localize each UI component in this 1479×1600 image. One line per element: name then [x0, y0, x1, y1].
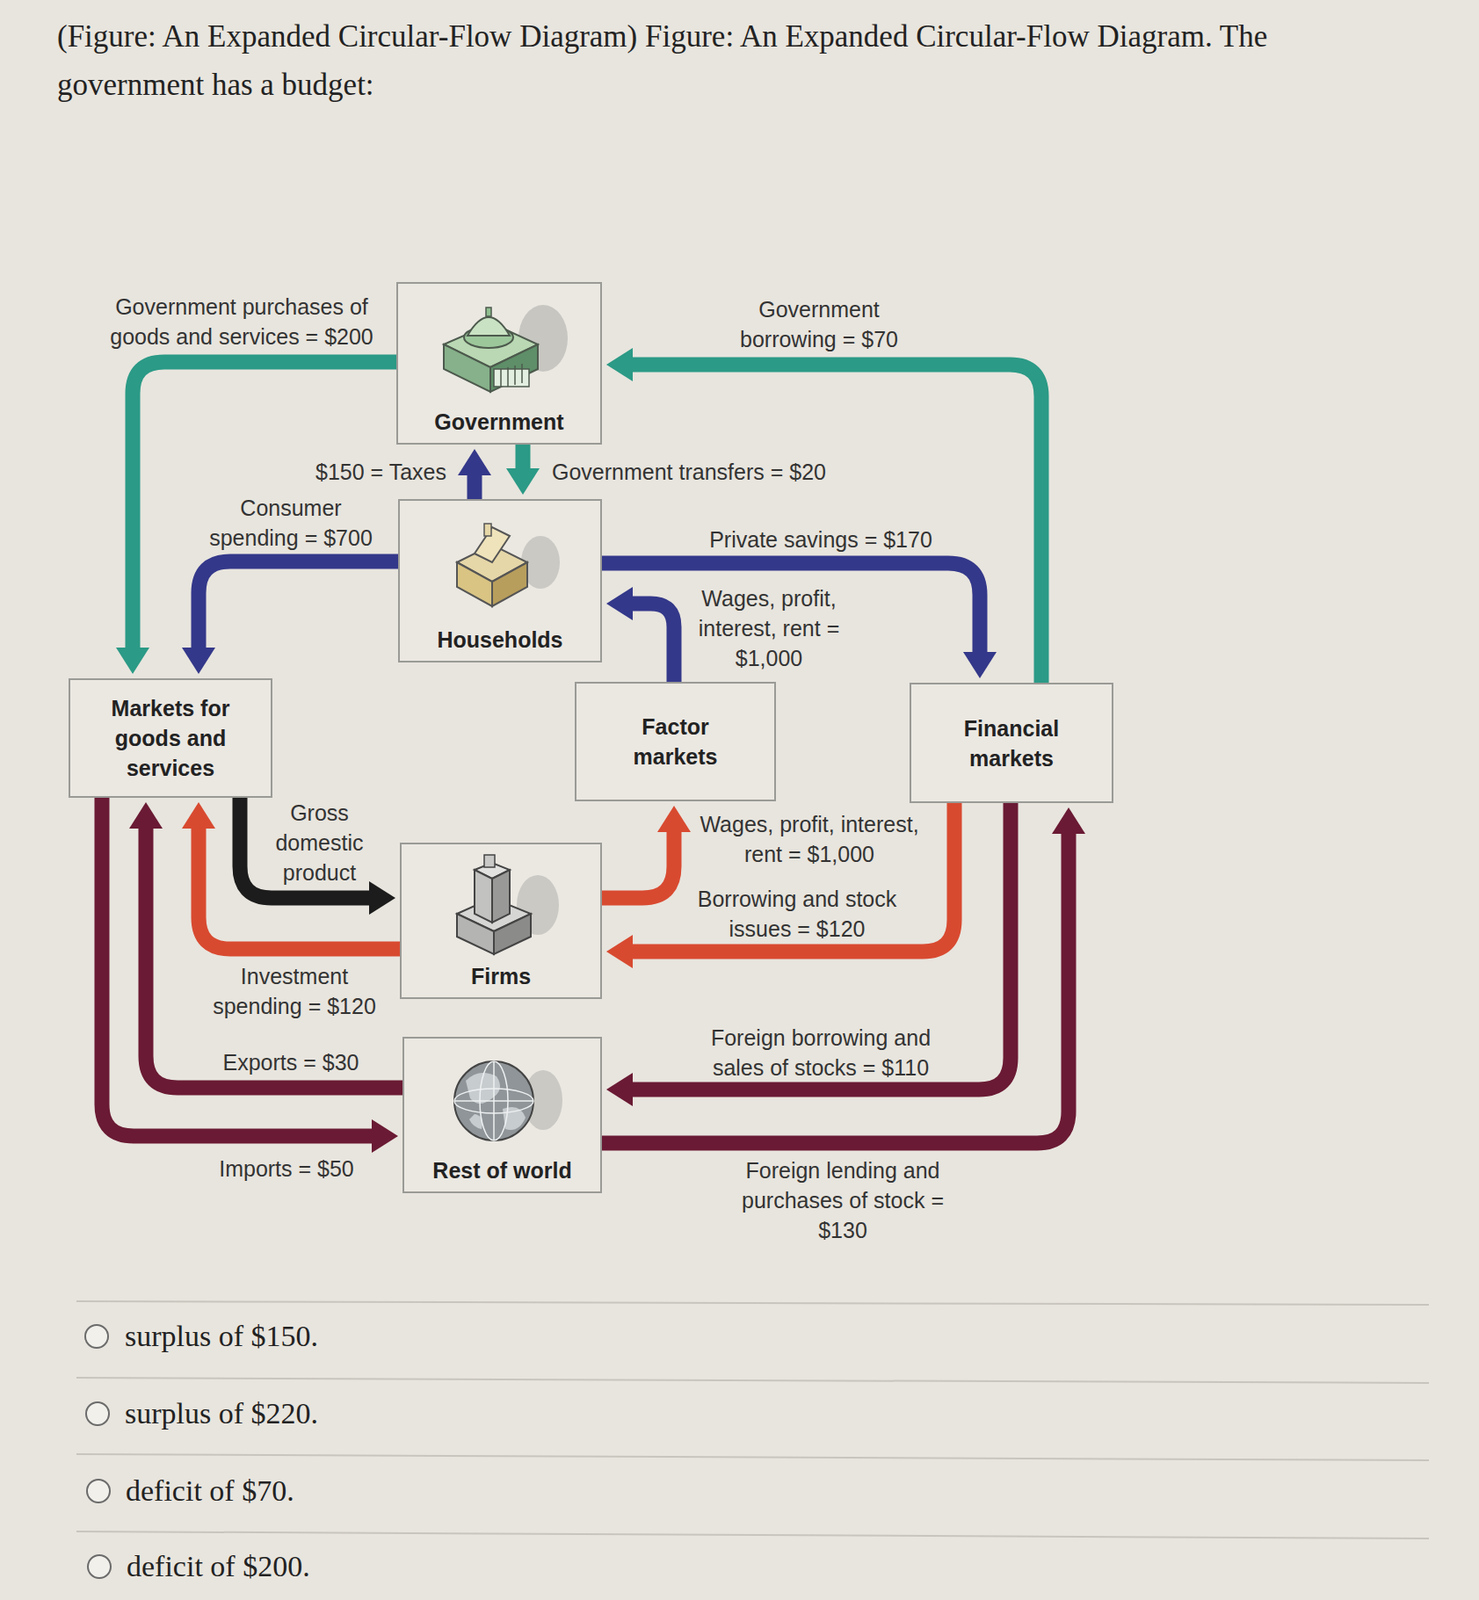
flow-label: Exports = $30 [203, 1047, 379, 1078]
flow-arrow [601, 807, 1086, 1144]
flow-label: Gross domestic product [268, 797, 370, 888]
government-box: Government [396, 282, 602, 445]
flow-arrow [606, 803, 1011, 1107]
house-icon [456, 523, 560, 607]
flow-arrow [457, 449, 492, 500]
rest-of-world-box: Rest of world [402, 1036, 602, 1194]
flow-arrow [606, 803, 955, 969]
answer-option: deficit of $70. [125, 1473, 295, 1509]
flow-label: Foreign borrowing and sales of stocks = … [702, 1022, 940, 1083]
question-text: (Figure: An Expanded Circular-Flow Diagr… [57, 12, 1376, 109]
flow-label: Private savings = $170 [688, 524, 953, 555]
flow-label: Imports = $50 [198, 1153, 375, 1184]
arrow-head [371, 1119, 399, 1153]
arrow-head [1051, 807, 1086, 834]
arrow-head [457, 449, 492, 476]
firms-box: Firms [399, 842, 602, 1000]
answer-option: deficit of $200. [126, 1549, 311, 1585]
arrow-head [129, 802, 163, 829]
arrow-head [657, 805, 691, 833]
separator [76, 1531, 1429, 1539]
flow-band [627, 803, 955, 952]
flow-arrow [239, 797, 396, 915]
flow-label: Investment spending = $120 [206, 961, 383, 1022]
arrow-head [606, 935, 633, 969]
node-label: Firms [471, 961, 531, 992]
node-label: Factor markets [618, 711, 733, 772]
radio-button [85, 1325, 109, 1349]
flow-label: Wages, profit, interest, rent = $1,000 [694, 583, 844, 674]
arrow-head [606, 1073, 633, 1107]
radio-button [87, 1555, 111, 1579]
flow-arrow [506, 444, 540, 495]
flow-label: Government purchases of goods and servic… [101, 291, 383, 352]
arrow-head [506, 468, 540, 495]
arrow-head [606, 348, 633, 382]
flow-label: $150 = Taxes [270, 456, 447, 487]
flow-arrow [606, 587, 675, 682]
separator [76, 1377, 1429, 1384]
answer-option: surplus of $150. [124, 1319, 319, 1355]
flow-arrow [601, 563, 997, 679]
answer-option: surplus of $220. [124, 1396, 319, 1432]
flow-label: Foreign lending and purchases of stock =… [715, 1155, 971, 1246]
node-label: Financial markets [945, 713, 1078, 774]
separator [76, 1301, 1429, 1305]
flow-band [239, 797, 375, 899]
flow-label: Consumer spending = $700 [203, 493, 379, 553]
radio-button [87, 1479, 110, 1503]
flow-band [145, 823, 403, 1088]
market-box: Markets for goods and services [68, 678, 273, 798]
market-box: Financial markets [909, 682, 1114, 804]
flow-arrow [601, 805, 691, 899]
node-label: Rest of world [432, 1155, 572, 1186]
arrow-head [181, 647, 216, 675]
flow-band [627, 803, 1011, 1090]
flow-band [132, 362, 397, 653]
arrow-head [963, 652, 997, 679]
node-label: Households [436, 624, 563, 655]
flow-arrow [181, 561, 399, 675]
households-box: Households [398, 499, 602, 663]
flow-arrow [101, 797, 399, 1153]
arrow-head [606, 587, 633, 621]
flow-label: Government transfers = $20 [551, 456, 834, 487]
radio-button [86, 1402, 109, 1426]
globe-icon [454, 1061, 563, 1141]
flow-label: Wages, profit, interest, rent = $1,000 [699, 809, 920, 870]
arrow-head [116, 647, 150, 675]
factory-icon [456, 855, 559, 955]
node-label: Government [434, 406, 564, 437]
flow-label: Government borrowing = $70 [731, 294, 907, 355]
node-label: Markets for goods and services [95, 693, 246, 783]
flow-label: Borrowing and stock issues = $120 [691, 884, 903, 944]
arrow-head [369, 881, 396, 915]
flow-band [601, 828, 1069, 1144]
separator [76, 1454, 1429, 1461]
arrow-head [181, 802, 216, 829]
flow-band [601, 826, 675, 899]
market-box: Factor markets [574, 681, 776, 802]
flow-arrow [116, 362, 397, 675]
flow-band [627, 603, 675, 682]
government-icon [443, 304, 568, 392]
flow-band [198, 561, 399, 653]
